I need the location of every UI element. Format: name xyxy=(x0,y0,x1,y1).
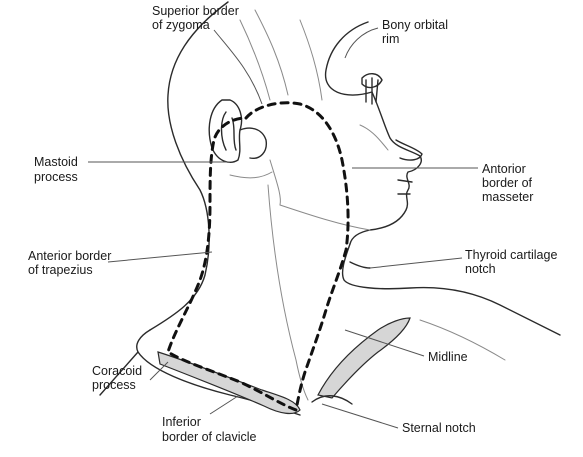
leader-thyroid xyxy=(369,257,463,269)
sternal-head xyxy=(317,317,411,399)
leader-clavicle xyxy=(209,395,239,415)
label-coracoid-process: Coracoid process xyxy=(92,364,146,392)
ear-inner xyxy=(220,111,237,151)
leader-lines xyxy=(88,27,478,429)
label-inferior-border-clavicle: Inferior border of clavicle xyxy=(162,415,257,444)
leader-orbital-rim xyxy=(344,27,379,59)
sternal-notch-curve xyxy=(311,395,353,405)
leader-sternal xyxy=(321,403,399,429)
label-superior-zygoma: Superior border of zygoma xyxy=(152,4,242,32)
clavicle xyxy=(157,351,301,415)
dashed-boundary xyxy=(166,101,350,412)
chest-line xyxy=(419,319,506,361)
leader-trapezius xyxy=(107,251,213,263)
label-thyroid-cartilage-notch: Thyroid cartilage notch xyxy=(465,248,561,276)
label-anterior-border-trapezius: Anterior border of trapezius xyxy=(28,249,115,277)
hair-strand xyxy=(299,19,323,101)
label-mastoid-process: Mastoid process xyxy=(34,155,81,184)
cheek-line xyxy=(359,124,389,151)
label-sternal-notch: Sternal notch xyxy=(402,421,476,435)
front-neck-line xyxy=(341,243,561,336)
leader-zygoma xyxy=(213,29,263,105)
label-anterior-border-masseter: Antorior border of masseter xyxy=(482,162,536,204)
mastoid-crease xyxy=(229,171,273,179)
thyroid-notch-mark xyxy=(349,261,371,269)
eyelashes xyxy=(365,77,379,105)
label-midline: Midline xyxy=(428,350,468,364)
labels: Superior border of zygoma Bony orbital r… xyxy=(28,4,561,444)
shoulder-edge xyxy=(99,351,139,396)
ear-outer xyxy=(208,99,243,163)
leader-coracoid xyxy=(149,361,169,381)
mouth xyxy=(397,179,413,195)
tragus xyxy=(239,127,267,159)
nose xyxy=(395,139,423,161)
jaw-line xyxy=(279,204,371,231)
jaw-angle xyxy=(269,159,281,206)
neck-back-line xyxy=(267,184,309,401)
head-sketch xyxy=(99,1,561,416)
back-of-head-line xyxy=(149,1,229,331)
hair-strand xyxy=(254,9,289,96)
leader-midline xyxy=(344,329,425,357)
face-profile xyxy=(324,21,422,245)
hair-strand xyxy=(239,19,271,101)
label-bony-orbital-rim: Bony orbital rim xyxy=(382,18,452,46)
